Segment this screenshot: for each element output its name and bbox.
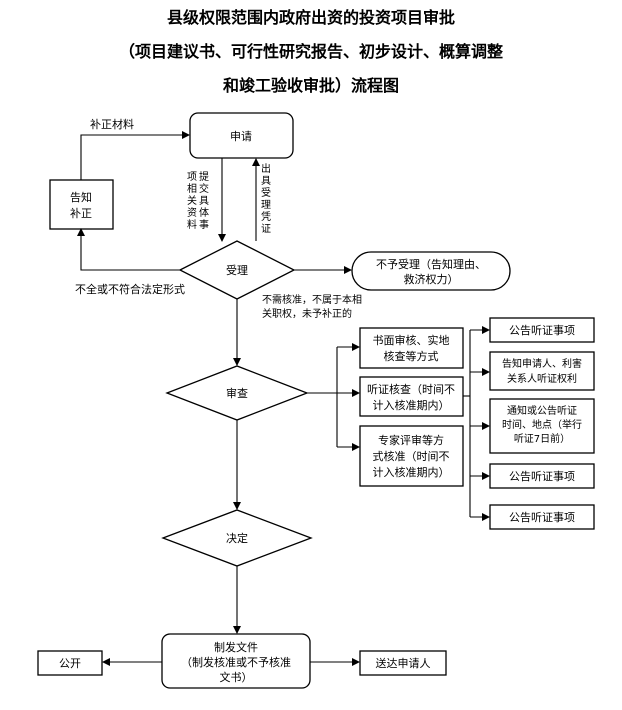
not-accept-label-1: 不予受理（告知理由、 xyxy=(376,257,486,271)
decide-label: 决定 xyxy=(226,531,248,545)
svg-text:出: 出 xyxy=(261,162,271,175)
accept-label: 受理 xyxy=(226,264,248,277)
svg-text:体: 体 xyxy=(199,207,209,219)
issue-doc-label-3: 文书） xyxy=(220,670,253,684)
review-method-1 xyxy=(359,327,464,369)
svg-text:具: 具 xyxy=(199,195,209,207)
hearing-step-1-line-1: 公告听证事项 xyxy=(509,324,575,337)
svg-text:交: 交 xyxy=(199,182,209,195)
review-method-3-line-2: 式核准（时间不 xyxy=(373,449,450,463)
title-line-2: （项目建议书、可行性研究报告、初步设计、概算调整 xyxy=(118,42,503,61)
issue-doc-label-2: （制发核准或不予核准 xyxy=(181,655,291,669)
review-method-1-line-2: 核查等方式 xyxy=(384,349,439,363)
review-method-3 xyxy=(359,425,464,487)
not-accept-box xyxy=(351,251,511,291)
incomplete-label: 不全或不符合法定形式 xyxy=(75,282,185,296)
review-method-2-line-2: 计入核准期内） xyxy=(373,398,450,412)
svg-text:提: 提 xyxy=(199,171,209,183)
supplement-label: 补正材料 xyxy=(90,117,134,131)
svg-text:事: 事 xyxy=(199,218,209,231)
provide-materials-label: 项 提 相 交 关 具 资 体 料 事 xyxy=(187,171,209,231)
hearing-step-2-line-2: 关系人听证权利 xyxy=(507,372,577,385)
svg-text:关: 关 xyxy=(187,194,197,207)
svg-text:理: 理 xyxy=(261,199,271,211)
no-approval-label-2: 关职权，未予补正的 xyxy=(262,307,352,320)
review-label: 审查 xyxy=(226,386,248,400)
deliver-label: 送达申请人 xyxy=(376,656,431,670)
hearing-step-5-line-1: 公告听证事项 xyxy=(509,511,575,524)
review-method-3-line-3: 计入核准期内） xyxy=(373,465,450,479)
no-approval-label-1: 不需核准，不属于本相 xyxy=(262,293,362,306)
issue-receipt-label: 出 具 受 理 凭 证 xyxy=(261,162,271,235)
decide-diamond xyxy=(161,509,313,567)
hearing-step-4-line-1: 公告听证事项 xyxy=(509,470,575,483)
publish-box xyxy=(37,650,103,676)
apply-box xyxy=(189,112,294,159)
svg-text:资: 资 xyxy=(187,207,197,219)
hearing-step-5 xyxy=(489,504,595,530)
svg-text:料: 料 xyxy=(187,218,197,231)
apply-label: 申请 xyxy=(230,130,252,143)
hearing-step-3 xyxy=(489,398,595,454)
title-line-1: 县级权限范围内政府出资的投资项目审批 xyxy=(166,8,455,27)
hearing-step-1 xyxy=(489,317,595,343)
not-accept-label-2: 救济权力） xyxy=(404,272,459,286)
svg-text:证: 证 xyxy=(261,223,271,235)
deliver-box xyxy=(359,650,447,676)
review-method-2 xyxy=(359,376,464,417)
svg-text:受: 受 xyxy=(261,187,271,199)
hearing-step-2-line-1: 告知申请人、利害 xyxy=(502,357,582,370)
inform-correct-box xyxy=(49,179,114,230)
review-method-1-line-1: 书面审核、实地 xyxy=(373,333,450,347)
title-line-3: 和竣工验收审批）流程图 xyxy=(222,76,399,95)
svg-text:凭: 凭 xyxy=(261,210,271,223)
review-method-3-line-1: 专家评审等方 xyxy=(378,433,444,447)
hearing-step-3-line-3: 听证7日前） xyxy=(514,432,570,445)
hearing-step-3-line-1: 通知或公告听证 xyxy=(507,404,577,417)
hearing-step-2 xyxy=(489,351,595,391)
publish-label: 公开 xyxy=(59,657,81,670)
svg-text:具: 具 xyxy=(261,175,271,187)
hearing-step-3-line-2: 时间、地点（举行 xyxy=(502,418,582,431)
hearing-step-4 xyxy=(489,463,595,489)
svg-text:项: 项 xyxy=(187,171,197,183)
incomplete-arrow xyxy=(77,228,180,271)
issue-doc-label-1: 制发文件 xyxy=(214,640,258,654)
inform-correct-label-1: 告知 xyxy=(70,190,92,204)
issue-doc-box xyxy=(161,633,311,689)
inform-correct-label-2: 补正 xyxy=(70,207,92,220)
svg-text:相: 相 xyxy=(187,182,197,195)
supplement-arrow xyxy=(80,131,190,180)
review-method-2-line-1: 听证核查（时间不 xyxy=(367,382,455,396)
